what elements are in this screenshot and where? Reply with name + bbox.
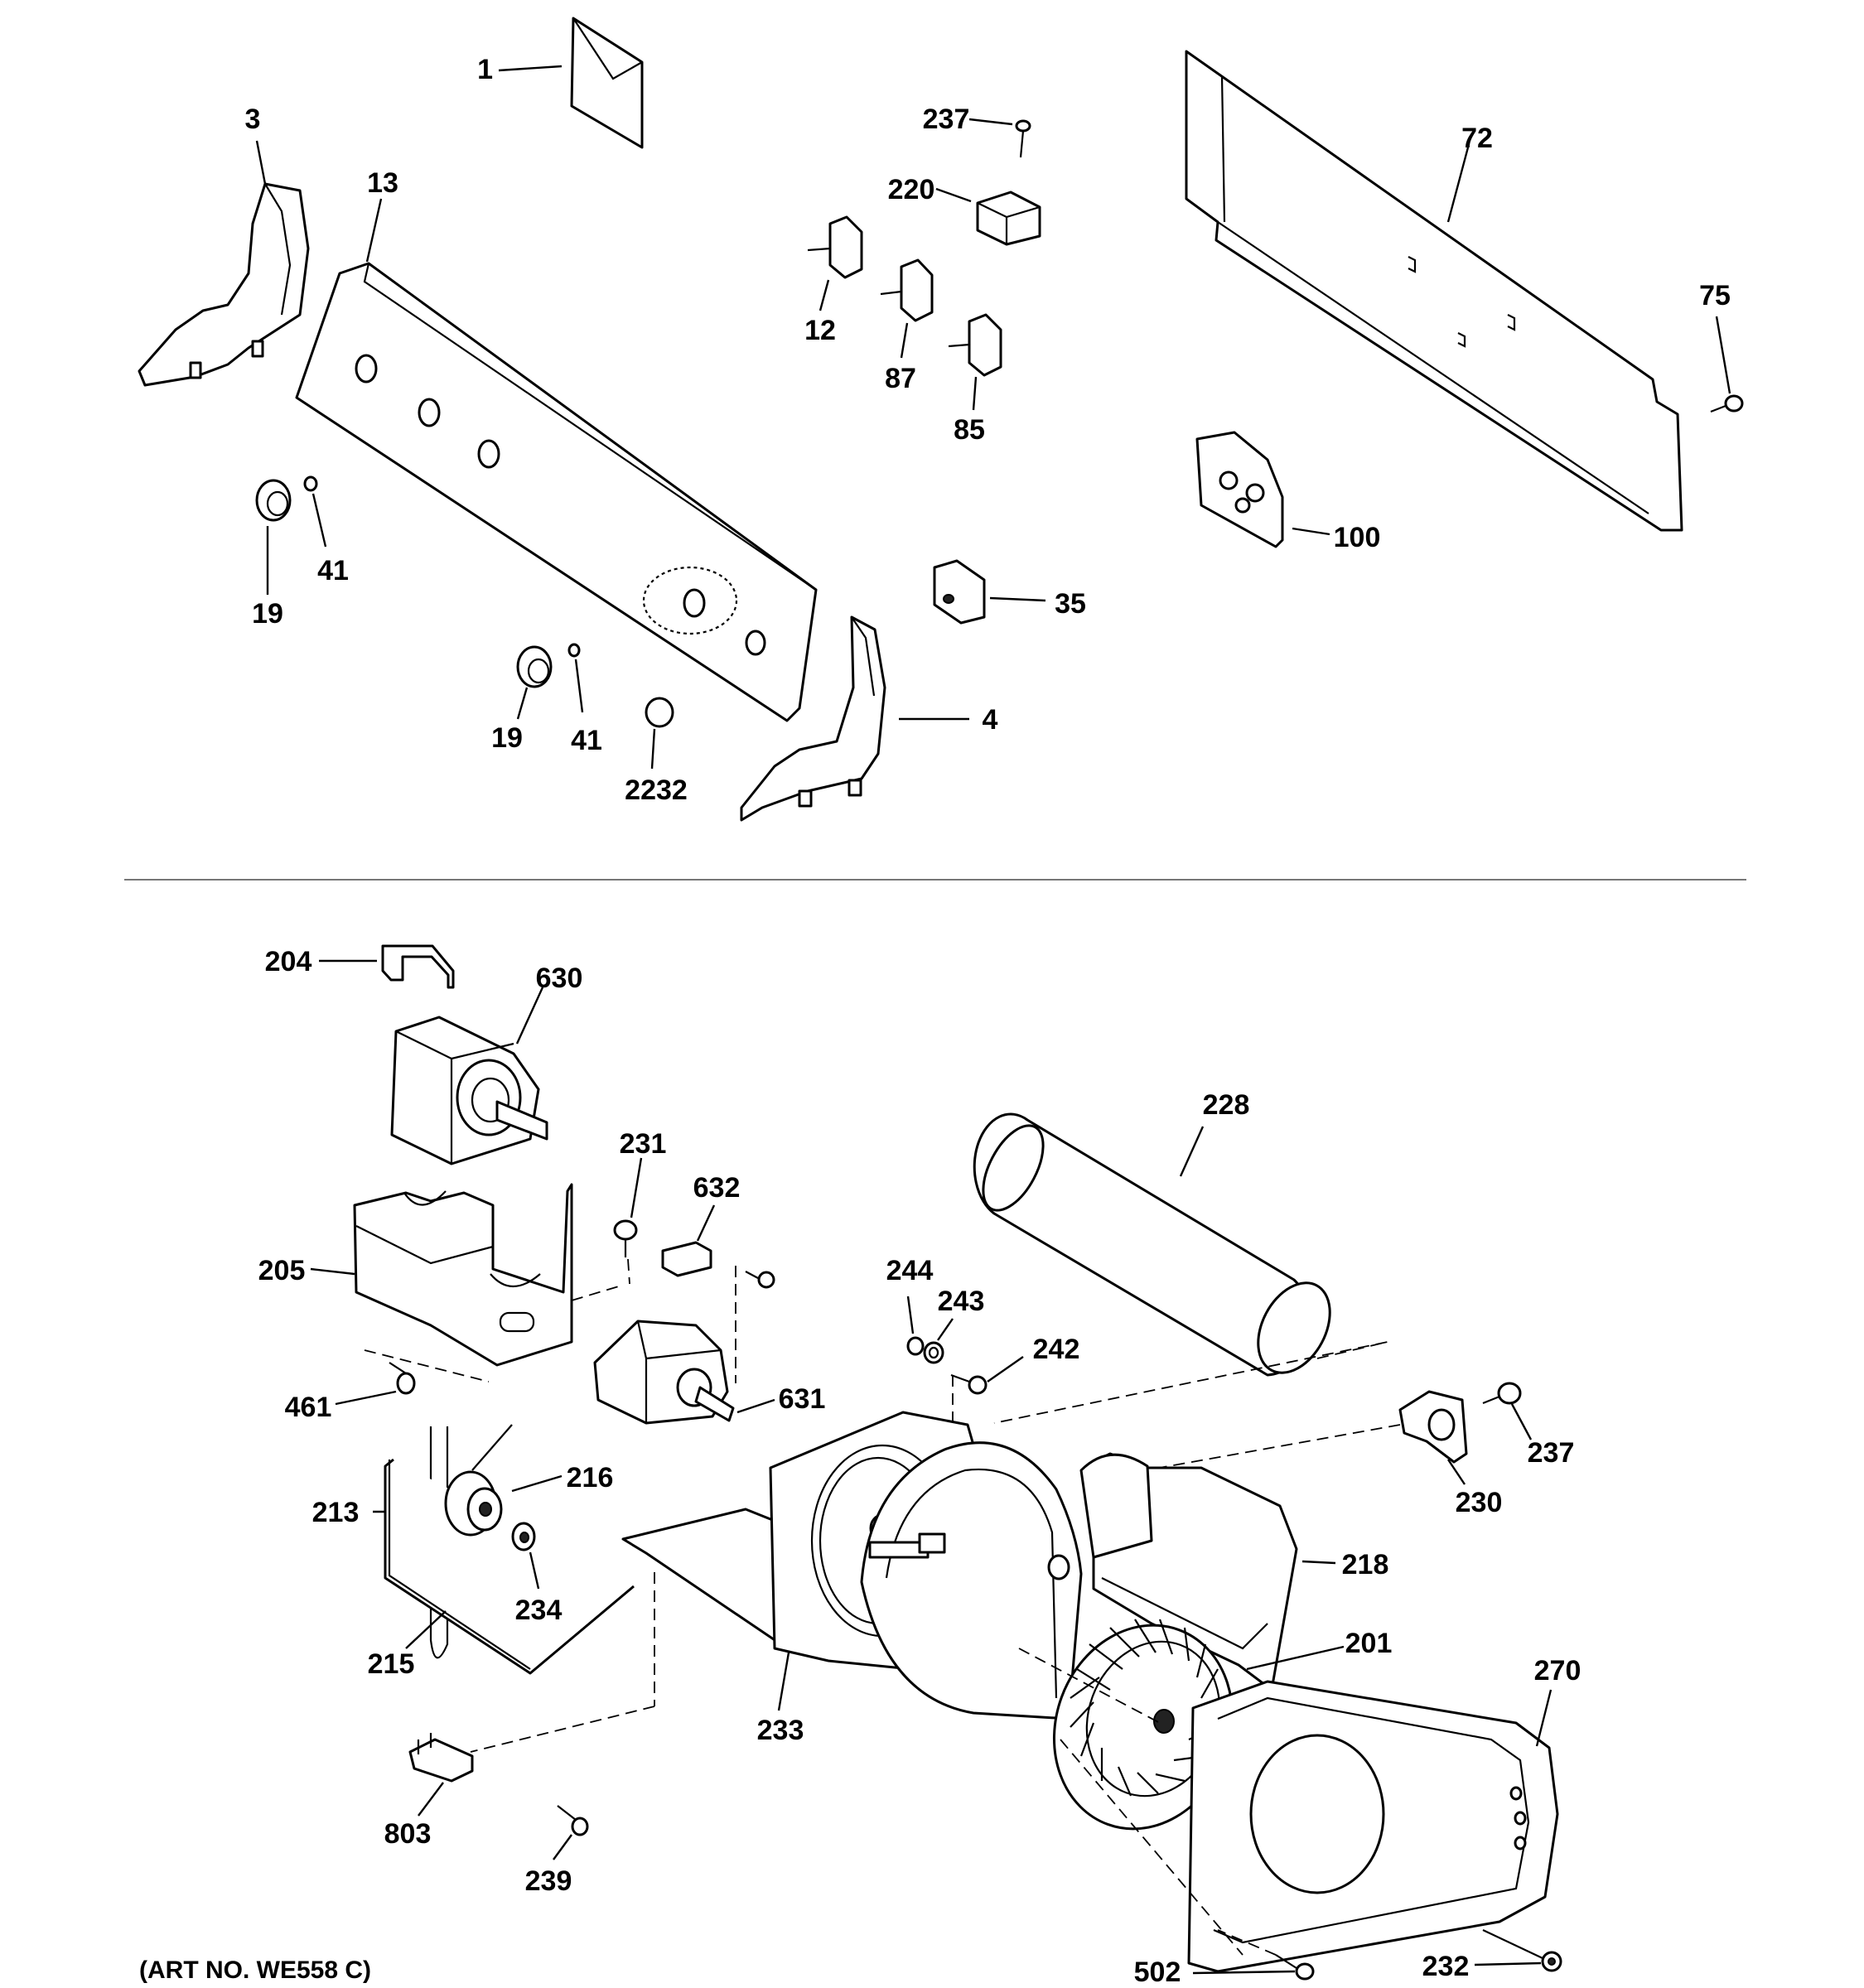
part-1-envelope <box>498 17 644 149</box>
part-237-screw-bottom <box>1482 1382 1533 1440</box>
part-13-control-panel <box>295 198 818 722</box>
label-205: 205 <box>258 1255 306 1286</box>
part-4-right-end-cap <box>740 615 969 822</box>
label-4: 4 <box>983 704 998 736</box>
part-100-board <box>1195 431 1330 548</box>
label-19-lower: 19 <box>491 722 523 754</box>
part-35-switch <box>933 559 1046 625</box>
part-41-clip-lower <box>567 643 584 713</box>
label-201: 201 <box>1345 1628 1393 1659</box>
label-213: 213 <box>312 1497 360 1528</box>
part-239-screw <box>553 1805 589 1860</box>
label-239: 239 <box>525 1865 572 1897</box>
part-87-switch <box>880 258 934 359</box>
part-205-bracket <box>310 1183 622 1382</box>
label-75: 75 <box>1699 280 1731 311</box>
label-244: 244 <box>886 1255 934 1286</box>
label-216: 216 <box>567 1462 614 1493</box>
label-35: 35 <box>1055 588 1086 620</box>
part-85-switch <box>948 313 1002 411</box>
part-244-nut <box>906 1296 925 1356</box>
part-2232-button <box>645 697 674 770</box>
label-3: 3 <box>245 104 261 135</box>
part-204-clip <box>319 944 455 989</box>
part-screw-near-632 <box>735 1266 775 1383</box>
part-blower-ring <box>860 1441 1083 1720</box>
part-3-left-end-cap <box>138 140 310 387</box>
part-461-screw <box>335 1362 416 1406</box>
label-19-upper: 19 <box>252 598 283 630</box>
part-19-knob-upper <box>255 479 292 595</box>
part-72-back-panel <box>1185 50 1683 532</box>
part-231-screw <box>613 1157 643 1285</box>
part-243-washer <box>923 1318 954 1364</box>
part-216-pulley <box>444 1424 563 1537</box>
label-231: 231 <box>620 1128 667 1160</box>
label-72: 72 <box>1461 123 1493 154</box>
label-233: 233 <box>757 1715 804 1746</box>
part-labels: 1 3 13 237 220 72 12 87 85 75 41 19 100 … <box>139 54 1731 1988</box>
part-218-blower-housing <box>1079 1452 1336 1691</box>
part-803-switch <box>408 1733 474 1817</box>
label-502: 502 <box>1134 1957 1181 1988</box>
label-220: 220 <box>888 174 935 205</box>
label-234: 234 <box>515 1595 563 1626</box>
part-220-relay <box>935 187 1041 246</box>
label-237-top: 237 <box>923 104 970 135</box>
label-215: 215 <box>368 1648 415 1680</box>
label-630: 630 <box>536 963 583 994</box>
part-237-screw-top <box>968 118 1031 158</box>
label-204: 204 <box>265 946 312 977</box>
label-230: 230 <box>1456 1487 1503 1518</box>
label-1: 1 <box>477 54 493 85</box>
part-502-screw <box>1192 1929 1315 1981</box>
label-41-lower: 41 <box>571 725 602 756</box>
part-632-module <box>661 1204 716 1277</box>
part-630-timer <box>390 987 548 1165</box>
label-632: 632 <box>693 1172 741 1204</box>
part-228-duct <box>973 1112 1388 1424</box>
label-228: 228 <box>1203 1089 1250 1121</box>
part-232-screw <box>1474 1929 1562 1972</box>
label-100: 100 <box>1334 522 1381 553</box>
label-218: 218 <box>1342 1549 1389 1580</box>
label-803: 803 <box>384 1818 432 1850</box>
label-270: 270 <box>1534 1655 1582 1686</box>
label-242: 242 <box>1033 1334 1080 1365</box>
label-87: 87 <box>885 363 916 394</box>
part-270-blower-cover <box>1060 1680 1559 1973</box>
label-85: 85 <box>954 414 985 446</box>
label-243: 243 <box>938 1286 985 1317</box>
label-13: 13 <box>367 167 398 199</box>
label-237-bottom: 237 <box>1528 1437 1575 1469</box>
label-232: 232 <box>1422 1951 1470 1982</box>
part-41-clip-upper <box>303 475 327 548</box>
label-631: 631 <box>779 1383 826 1415</box>
label-2232: 2232 <box>625 774 688 806</box>
part-234-bushing <box>511 1522 540 1590</box>
part-19-knob-lower <box>516 645 553 720</box>
label-12: 12 <box>804 315 836 346</box>
label-461: 461 <box>285 1392 332 1423</box>
art-number: (ART NO. WE558 C) <box>139 1957 371 1984</box>
part-12-switch <box>807 215 863 311</box>
part-631-timer <box>593 1320 775 1425</box>
label-41-upper: 41 <box>317 555 349 586</box>
part-242-screw <box>950 1356 1024 1466</box>
part-75-screw <box>1710 316 1744 413</box>
